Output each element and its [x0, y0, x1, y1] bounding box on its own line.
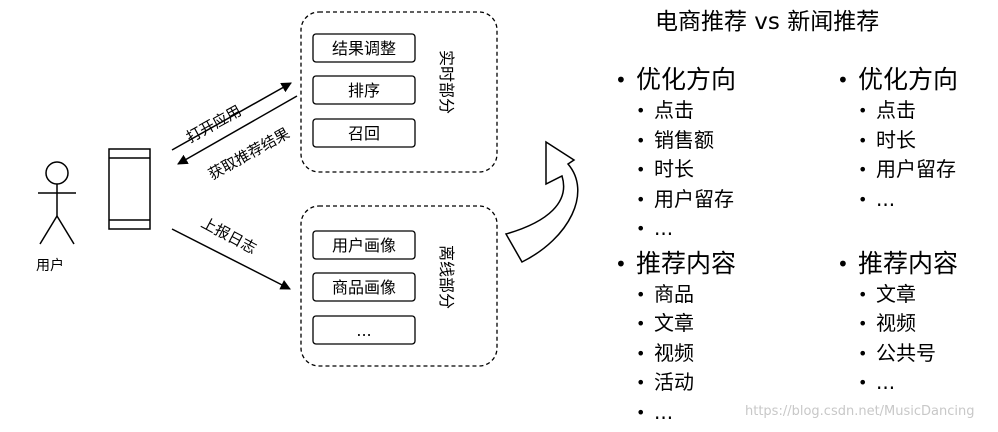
open-app-arrow [171, 82, 292, 151]
ecommerce-column: 优化方向 点击 销售额 时长 用户留存 ... 推荐内容 商品 文章 视频 活动… [612, 64, 777, 427]
list-item: 点击 [834, 96, 998, 126]
list-item: 公共号 [834, 339, 998, 369]
ecommerce-optimize-list: 点击 销售额 时长 用户留存 ... [612, 96, 777, 244]
phone-icon [108, 148, 151, 230]
report-log-label: 上报日志 [198, 214, 259, 258]
realtime-box-2-label: 召回 [348, 124, 380, 143]
list-item: ... [834, 185, 998, 215]
news-content-heading: 推荐内容 [834, 248, 998, 280]
report-log-arrow [171, 228, 291, 290]
fetch-results-label: 获取推荐结果 [205, 124, 292, 183]
list-item: 点击 [612, 96, 777, 126]
realtime-group [300, 11, 498, 173]
news-optimize-list: 点击 时长 用户留存 ... [834, 96, 998, 214]
user-stick-figure-icon [38, 161, 76, 245]
offline-box-2-label: ... [356, 321, 371, 340]
comparison-title: 电商推荐 vs 新闻推荐 [655, 9, 880, 35]
news-column: 优化方向 点击 时长 用户留存 ... 推荐内容 文章 视频 公共号 ... [834, 64, 998, 398]
realtime-box-1: 排序 [312, 75, 416, 105]
list-item: 销售额 [612, 126, 777, 156]
watermark: https://blog.csdn.net/MusicDancing [745, 404, 975, 419]
fetch-results-arrow [177, 95, 298, 165]
offline-box-0: 用户画像 [312, 230, 416, 260]
realtime-label: 实时部分 [437, 50, 456, 114]
ecommerce-optimize-heading: 优化方向 [612, 64, 777, 96]
list-item: 时长 [612, 155, 777, 185]
list-item: ... [612, 398, 777, 428]
list-item: 用户留存 [834, 155, 998, 185]
offline-box-0-label: 用户画像 [332, 236, 396, 255]
realtime-box-1-label: 排序 [348, 81, 380, 100]
list-item: 用户留存 [612, 185, 777, 215]
ecommerce-content-heading: 推荐内容 [612, 248, 777, 280]
list-item: 时长 [834, 126, 998, 156]
ecommerce-content-list: 商品 文章 视频 活动 ... [612, 280, 777, 428]
offline-label: 离线部分 [437, 245, 456, 309]
list-item: 文章 [612, 309, 777, 339]
realtime-box-0: 结果调整 [312, 33, 416, 63]
open-app-label: 打开应用 [183, 102, 244, 147]
offline-box-2: ... [312, 315, 416, 345]
list-item: 视频 [834, 309, 998, 339]
offline-box-1: 商品画像 [312, 272, 416, 302]
list-item: 活动 [612, 368, 777, 398]
list-item: ... [834, 368, 998, 398]
offline-group [300, 205, 498, 367]
list-item: 视频 [612, 339, 777, 369]
realtime-box-2: 召回 [312, 118, 416, 148]
realtime-box-0-label: 结果调整 [332, 39, 396, 58]
list-item: 商品 [612, 280, 777, 310]
news-optimize-heading: 优化方向 [834, 64, 998, 96]
news-content-list: 文章 视频 公共号 ... [834, 280, 998, 398]
list-item: ... [612, 214, 777, 244]
user-label: 用户 [36, 257, 64, 274]
offline-box-1-label: 商品画像 [332, 278, 396, 297]
curved-up-arrow-icon [504, 140, 579, 263]
list-item: 文章 [834, 280, 998, 310]
